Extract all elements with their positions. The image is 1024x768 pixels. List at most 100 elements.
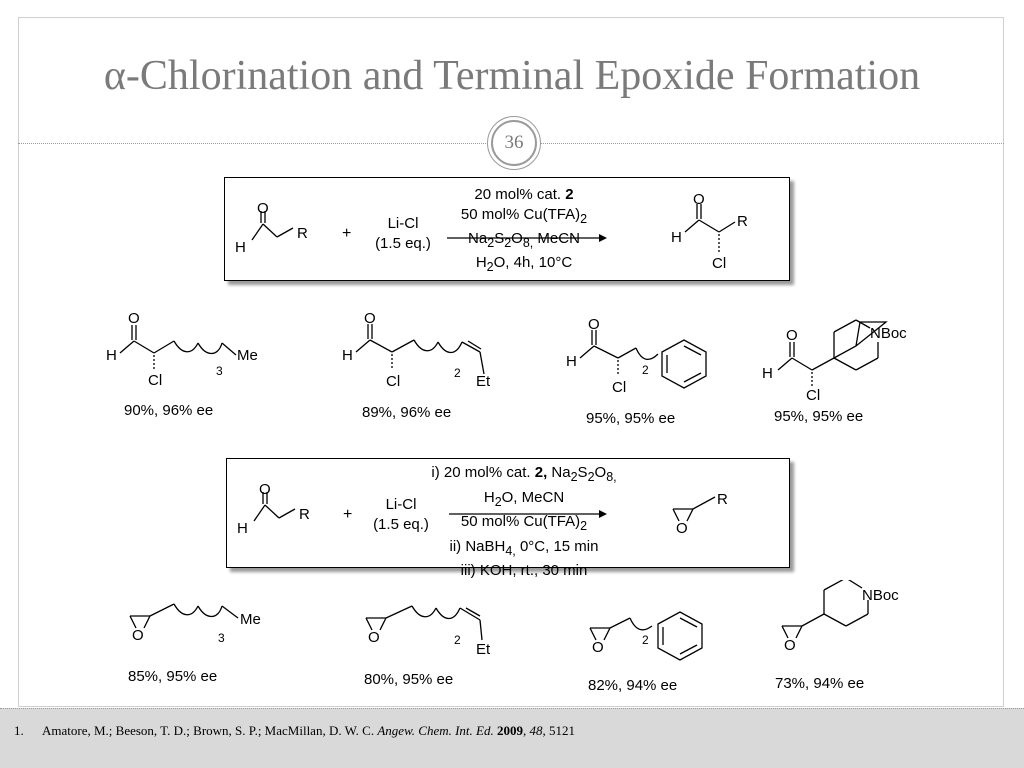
licl-reagent: Li-Cl (1.5 eq.) xyxy=(358,214,448,254)
atom-nboc: NBoc xyxy=(862,587,899,604)
atom-o: O xyxy=(676,520,688,537)
atom-o: O xyxy=(368,629,380,646)
title-alpha: α xyxy=(103,53,126,99)
product-epoxide-nonane: O Me 3 xyxy=(129,603,261,645)
atom-cl: Cl xyxy=(712,255,726,272)
condition-text: ii) NaBH xyxy=(449,537,506,555)
condition-line: Na2S2O8, MeCN xyxy=(449,229,599,253)
atom-nboc: NBoc xyxy=(870,325,907,342)
atom-h: H xyxy=(671,229,682,246)
condition-text: MeCN xyxy=(533,230,580,247)
reference-year: 2009 xyxy=(497,723,523,738)
page-number: 36 xyxy=(491,120,537,166)
subscript: 2 xyxy=(504,236,512,250)
atom-o: O xyxy=(784,637,796,654)
product-chloro-nonanal: O H Cl Me 3 xyxy=(106,310,258,389)
yield-label: 95%, 95% ee xyxy=(586,410,676,427)
atom-h: H xyxy=(342,347,353,364)
atom-o: O xyxy=(132,627,144,644)
condition-text: Na xyxy=(547,464,571,481)
reference-pages: 5121 xyxy=(549,723,575,738)
yield-label: 95%, 95% ee xyxy=(774,408,864,425)
atom-h: H xyxy=(762,365,773,382)
atom-h: H xyxy=(106,347,117,364)
atom-o: O xyxy=(588,316,600,333)
condition-line: H2O, MeCN xyxy=(421,488,627,513)
yield-label: 90%, 96% ee xyxy=(124,402,214,419)
repeat-count: 2 xyxy=(642,633,649,647)
chlorination-conditions: 20 mol% cat. 2 50 mol% Cu(TFA)2 Na2S2O8,… xyxy=(449,185,599,277)
atom-cl: Cl xyxy=(386,373,400,390)
product-chloro-piperidine: O H Cl NBoc xyxy=(762,319,907,404)
condition-line: 20 mol% cat. 2 xyxy=(449,185,599,205)
condition-text: 20 mol% cat. xyxy=(474,186,566,203)
condition-line: ii) NaBH4, 0°C, 15 min xyxy=(421,537,627,562)
repeat-count: 2 xyxy=(454,366,461,380)
product-epoxide-piperidine: O NBoc xyxy=(781,580,899,654)
subscript: 8, xyxy=(522,236,534,250)
atom-et: Et xyxy=(476,641,491,658)
condition-text: 50 mol% Cu(TFA) xyxy=(460,513,581,530)
product-chloro-phenylbutanal: O H Cl 2 xyxy=(566,316,707,396)
atom-cl: Cl xyxy=(806,387,820,404)
subscript: 8, xyxy=(606,470,617,484)
reference-authors: Amatore, M.; Beeson, T. D.; Brown, S. P.… xyxy=(42,723,378,738)
condition-line: 50 mol% Cu(TFA)2 xyxy=(449,205,599,229)
atom-r: R xyxy=(717,491,728,508)
subscript: 4, xyxy=(505,543,516,558)
reference-footer: 1.Amatore, M.; Beeson, T. D.; Brown, S. … xyxy=(0,708,1024,768)
atom-cl: Cl xyxy=(612,379,626,396)
reagent-line: Li-Cl xyxy=(387,215,419,232)
subscript: 2 xyxy=(494,494,502,509)
atom-me: Me xyxy=(240,611,261,628)
slide-frame xyxy=(18,17,1004,707)
yield-label: 89%, 96% ee xyxy=(362,404,452,421)
atom-o: O xyxy=(257,200,269,217)
atom-o: O xyxy=(259,481,271,498)
condition-text: S xyxy=(577,464,588,481)
subscript: 2 xyxy=(580,519,588,533)
atom-h: H xyxy=(237,520,248,537)
atom-h: H xyxy=(235,239,246,256)
condition-text: 50 mol% Cu(TFA) xyxy=(460,206,581,223)
condition-text: H xyxy=(475,254,487,271)
licl-reagent: Li-Cl (1.5 eq.) xyxy=(356,495,446,535)
atom-o: O xyxy=(693,191,705,208)
condition-text: Na xyxy=(468,230,488,247)
atom-o: O xyxy=(128,310,140,327)
plus-sign: + xyxy=(343,506,353,523)
yield-label: 80%, 95% ee xyxy=(364,671,454,688)
reference-journal: Angew. Chem. Int. Ed. xyxy=(377,723,494,738)
atom-o: O xyxy=(592,639,604,656)
atom-o: O xyxy=(364,310,376,327)
reagent-line: Li-Cl xyxy=(385,496,417,513)
condition-text: O, MeCN xyxy=(501,488,565,506)
yield-label: 82%, 94% ee xyxy=(588,677,678,694)
chlorination-scheme-structures: O H R O H R Cl xyxy=(235,191,748,272)
subscript: 2 xyxy=(587,470,595,484)
condition-line: H2O, 4h, 10°C xyxy=(449,253,599,277)
subscript: 2 xyxy=(487,236,495,250)
atom-r: R xyxy=(737,213,748,230)
condition-text: O, 4h, 10°C xyxy=(493,254,573,271)
title-text: -Chlorination and Terminal Epoxide Forma… xyxy=(125,53,921,99)
condition-text: O xyxy=(511,230,523,247)
atom-cl: Cl xyxy=(148,372,162,389)
product-epoxide-phenyl: O 2 xyxy=(589,611,703,661)
chlorination-scheme-box: O H R O H R Cl + Li-Cl (1.5 eq.) 20 mol%… xyxy=(224,177,790,281)
condition-text: O xyxy=(594,464,607,481)
atom-et: Et xyxy=(476,373,491,390)
epoxide-scheme-box: O H R O R + Li-Cl (1.5 eq.) i) 20 mol% c… xyxy=(226,458,790,579)
atom-me: Me xyxy=(237,347,258,364)
subscript: 2 xyxy=(580,212,588,226)
atom-o: O xyxy=(786,327,798,344)
atom-h: H xyxy=(566,353,577,370)
condition-text: 0°C, 15 min xyxy=(515,537,599,555)
epoxide-scheme-structures: O H R O R xyxy=(237,481,728,537)
product-chloro-alkenal: O H Cl Et 2 xyxy=(342,310,491,390)
condition-text: H xyxy=(483,488,495,506)
condition-text: i) 20 mol% cat. xyxy=(431,464,535,481)
repeat-count: 3 xyxy=(218,631,225,645)
plus-sign: + xyxy=(342,225,352,242)
condition-line: iii) KOH, rt., 30 min xyxy=(460,562,588,579)
